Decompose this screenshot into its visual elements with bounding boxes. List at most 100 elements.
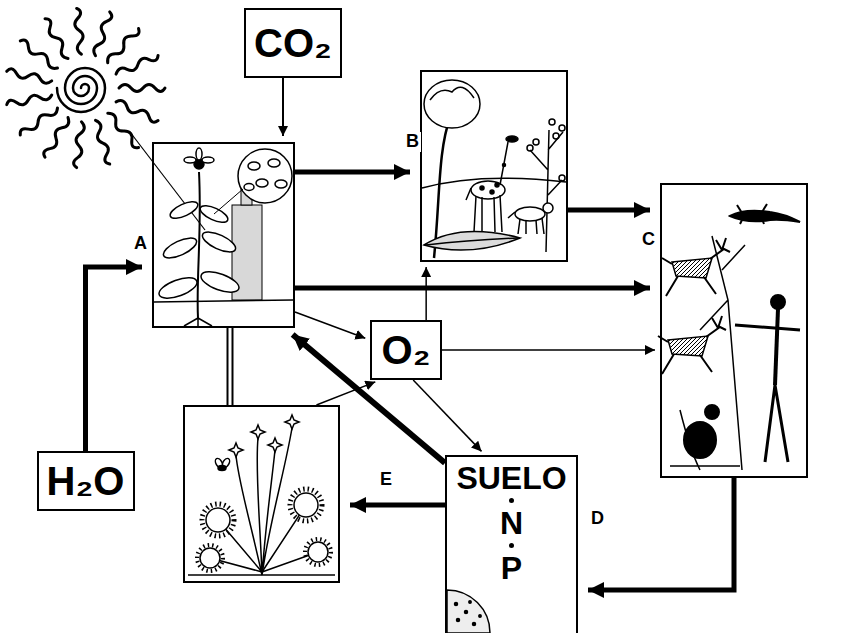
savanna-illustration-part [515,207,545,221]
sun-part [6,68,52,84]
soil-particles-part [469,601,471,603]
node-content [662,185,806,476]
gas-box: O₂ [370,320,442,380]
flow-arrow [86,267,143,451]
box-letter: D [589,509,606,529]
savanna-illustration-part [424,80,480,128]
flow-arrow [588,478,734,590]
node-content: O₂ [372,322,440,378]
savanna-illustration-part [533,139,539,145]
sundew-illustration-part [251,425,265,439]
node-text: O₂ [382,330,431,370]
flow-arrow [295,170,410,175]
plant-illustration-part [184,318,212,326]
node-text: P [501,552,522,584]
plant-illustration-part [198,268,241,297]
plant-illustration-part [196,148,202,160]
consumers-illustration-part [658,316,726,374]
plant-illustration-part [256,179,268,187]
plant-illustration-part [198,172,200,318]
water-box: H₂O [37,451,135,511]
box-letter: E [378,470,394,490]
sundew-illustration-part [285,415,299,429]
plant-illustration [154,148,293,326]
node-text: SUELO [456,462,566,494]
plant-illustration-part [168,198,200,222]
savanna-illustration-part [503,164,506,167]
plant-illustration-part [248,162,260,170]
consumers-illustration-part [737,204,767,224]
sundew-illustration-part [221,457,231,469]
separator-dot [509,543,514,548]
sun-part [105,111,141,150]
sundew-illustration-part [305,539,331,565]
savanna-illustration-part [424,231,520,250]
plant-illustration-part [184,157,196,163]
consumers-illustration-part [735,325,800,462]
consumers-illustration-part [662,238,730,296]
flow-arrow [295,312,365,338]
gas-box: CO₂ [244,8,342,78]
savanna-illustration-part [480,186,484,190]
savanna-illustration-part [506,136,518,142]
savanna-illustration-part [426,238,518,245]
sundew-illustration-part [268,438,282,452]
sun-part [73,8,85,54]
sundew-illustration-part [229,443,243,457]
consumers-illustration-part [670,410,740,470]
flow-arrow [568,208,650,213]
savanna-illustration-part [530,130,563,252]
savanna-illustration-part [490,190,494,194]
box-letter: C [640,230,657,250]
savanna-illustration-part [543,203,553,213]
soil-particles-part [457,619,460,622]
flow-arrow [425,267,427,320]
consumers-illustration-part [705,405,719,419]
savanna-illustration-part [466,142,508,232]
sun-part [42,116,71,159]
flow-arrow [350,503,445,508]
sun-part [105,26,141,65]
herbivore-box: B [420,70,568,262]
savanna-illustration-part [508,212,544,234]
plant-illustration-part [238,149,292,203]
soil-box: SUELONPD [445,455,578,633]
connectors [86,78,735,590]
box-letter: B [404,132,421,152]
node-text: CO₂ [254,23,332,63]
flow-arrow [282,78,284,136]
savanna-illustration [422,80,566,258]
soil-particles-part [473,623,476,626]
savanna-illustration-part [495,183,499,187]
sundew-illustration-part [202,504,234,536]
plant-illustration-part [244,184,254,191]
savanna-illustration-part [559,125,565,131]
sun-part [92,11,113,57]
consumers-illustration-part [771,295,785,309]
consumers-illustration [658,204,800,470]
separator-dot [509,498,514,503]
node-text: N [500,507,523,539]
node-content: H₂O [39,453,133,509]
node-content [154,144,293,326]
sun [6,8,165,168]
sun-part [115,99,160,124]
sun-part [18,38,59,71]
node-content: CO₂ [246,10,340,76]
node-content: SUELO NP [447,457,576,633]
node-content [185,407,338,581]
flow-arrow [295,286,650,291]
plant-illustration-part [156,274,199,303]
sun-part [73,121,85,167]
sun-part [92,119,113,165]
soil-particles [447,590,490,633]
plant-illustration-part [268,159,280,167]
sundew-illustration [188,415,335,575]
savanna-illustration-part [553,133,559,139]
box-letter: A [132,234,149,254]
savanna-illustration-part [527,145,533,151]
double-link [227,328,234,405]
sun-part [57,68,105,112]
